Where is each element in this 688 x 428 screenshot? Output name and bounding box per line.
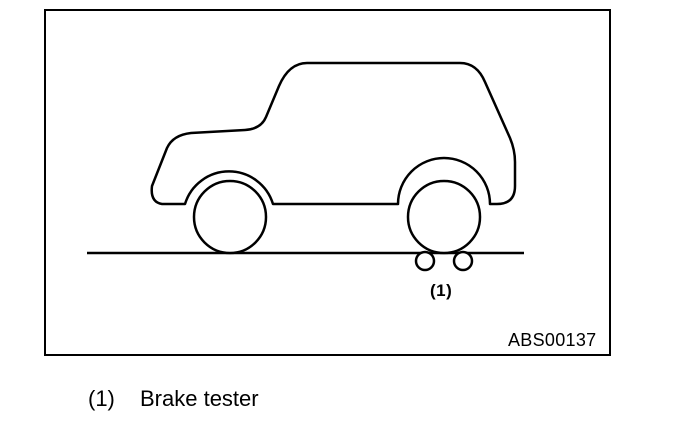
brake-tester-callout: (1) — [430, 281, 453, 300]
legend-item-label: Brake tester — [140, 386, 259, 411]
figure-frame — [44, 9, 611, 356]
figure-id-label: ABS00137 — [508, 330, 597, 350]
legend-item-number: (1) — [88, 386, 115, 411]
legend: (1) Brake tester — [88, 386, 259, 412]
brake-tester-roller-right-icon — [452, 250, 474, 272]
rear-wheel-icon — [406, 179, 482, 255]
brake-tester-roller-left-icon — [414, 250, 436, 272]
front-wheel-icon — [192, 179, 268, 255]
vehicle-body-icon — [150, 61, 517, 206]
